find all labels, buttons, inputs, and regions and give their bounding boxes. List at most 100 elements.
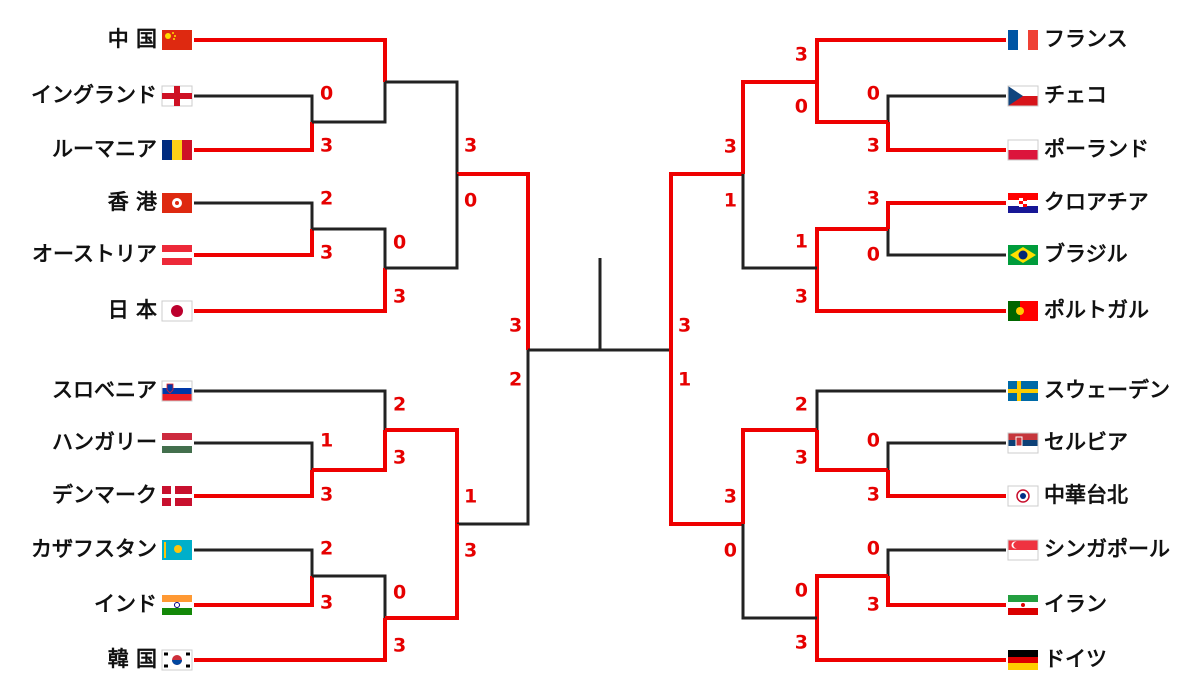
team-name-left: デンマーク xyxy=(52,483,157,507)
bracket-lines xyxy=(194,38,1006,662)
line-germany-adv xyxy=(741,524,817,620)
team-name-left: イングランド xyxy=(31,83,157,107)
line-singapore xyxy=(886,548,1006,576)
score-label: 3 xyxy=(393,635,406,657)
score-label: 0 xyxy=(393,232,406,254)
line-england xyxy=(194,94,314,122)
score-label: 3 xyxy=(867,188,880,210)
flag-portugal-icon xyxy=(1008,301,1038,321)
flag-slovenia-icon xyxy=(161,380,193,402)
line-qf-bottom xyxy=(457,350,530,526)
score-label: 2 xyxy=(320,538,333,560)
line-serbia xyxy=(886,441,1006,470)
score-label: 3 xyxy=(795,447,808,469)
line-portugal-adv xyxy=(741,174,817,270)
line-taipei-qf xyxy=(741,428,817,524)
line-india-adv xyxy=(312,574,387,618)
line-denmark xyxy=(194,470,314,498)
flag-chinese-taipei-icon xyxy=(1007,485,1039,507)
score-label: 3 xyxy=(795,44,808,66)
score-label: 0 xyxy=(795,580,808,602)
flag-hongkong-icon xyxy=(162,193,192,213)
line-iran xyxy=(886,576,1006,607)
line-denmark-adv xyxy=(312,430,387,472)
score-label: 3 xyxy=(795,286,808,308)
score-label: 0 xyxy=(867,538,880,560)
score-label: 0 xyxy=(320,83,333,105)
line-japan-adv xyxy=(385,174,459,270)
line-taipei-adv xyxy=(815,430,888,472)
line-korea xyxy=(194,618,387,662)
line-poland xyxy=(886,122,1006,152)
team-name-left: 中 国 xyxy=(108,27,157,51)
score-label: 3 xyxy=(320,242,333,264)
line-croatia-adv xyxy=(815,227,888,268)
score-label: 1 xyxy=(678,369,691,391)
flag-serbia-icon xyxy=(1007,432,1039,454)
line-r-qf-bottom xyxy=(669,350,743,526)
team-name-left: カザフスタン xyxy=(31,537,157,561)
score-label: 3 xyxy=(678,315,691,337)
flag-sweden-icon xyxy=(1008,381,1038,401)
team-name-left: 香 港 xyxy=(108,190,158,214)
team-name-right: チェコ xyxy=(1044,83,1107,107)
score-label: 1 xyxy=(724,190,737,212)
flag-croatia-icon xyxy=(1008,193,1038,213)
score-label: 3 xyxy=(320,135,333,157)
team-name-left: スロベニア xyxy=(52,378,157,402)
flag-germany-icon xyxy=(1008,650,1038,670)
line-slovenia xyxy=(194,389,387,430)
flag-brazil-icon xyxy=(1008,245,1038,265)
score-label: 2 xyxy=(393,394,406,416)
line-korea-adv xyxy=(385,524,459,620)
score-label: 0 xyxy=(867,244,880,266)
team-name-right: シンガポール xyxy=(1044,537,1170,561)
score-label: 3 xyxy=(867,594,880,616)
score-label: 1 xyxy=(464,486,477,508)
team-name-right: ポルトガル xyxy=(1044,298,1149,322)
team-name-right: イラン xyxy=(1044,592,1107,616)
flag-iran-icon xyxy=(1008,595,1038,615)
score-label: 3 xyxy=(464,540,477,562)
line-sweden xyxy=(815,389,1006,430)
score-label: 2 xyxy=(509,369,522,391)
team-name-right: スウェーデン xyxy=(1044,378,1170,402)
score-label: 3 xyxy=(724,486,737,508)
team-name-left: インド xyxy=(94,592,157,616)
line-qf-winner-china xyxy=(457,172,530,350)
score-label: 3 xyxy=(509,315,522,337)
line-hongkong xyxy=(194,201,314,229)
team-name-right: フランス xyxy=(1044,27,1128,51)
team-name-right: ポーランド xyxy=(1044,137,1149,161)
score-label: 0 xyxy=(795,96,808,118)
line-croatia xyxy=(886,201,1006,229)
line-france xyxy=(815,38,1006,82)
score-label: 3 xyxy=(724,136,737,158)
flag-poland-icon xyxy=(1007,139,1039,161)
flag-romania-icon xyxy=(162,140,192,160)
score-label: 3 xyxy=(393,447,406,469)
line-india xyxy=(194,576,314,607)
flag-hungary-icon xyxy=(162,433,192,453)
line-austria xyxy=(194,229,314,257)
team-name-right: クロアチア xyxy=(1044,190,1149,214)
score-label: 3 xyxy=(464,135,477,157)
line-taipei xyxy=(886,470,1006,498)
score-label: 0 xyxy=(464,190,477,212)
flag-japan-icon xyxy=(161,300,193,322)
line-china xyxy=(194,38,387,82)
team-name-left: ハンガリー xyxy=(52,430,157,454)
line-iran-adv xyxy=(815,574,888,618)
line-germany xyxy=(815,618,1006,662)
line-hungary xyxy=(194,441,314,470)
line-qf1-top xyxy=(385,80,459,174)
team-name-right: 中華台北 xyxy=(1044,483,1128,507)
score-label: 3 xyxy=(320,484,333,506)
line-r-qf-top xyxy=(669,172,743,350)
line-japan xyxy=(194,268,387,313)
flag-austria-icon xyxy=(162,245,192,265)
score-label: 1 xyxy=(320,430,333,452)
team-name-left: 韓 国 xyxy=(108,647,157,671)
